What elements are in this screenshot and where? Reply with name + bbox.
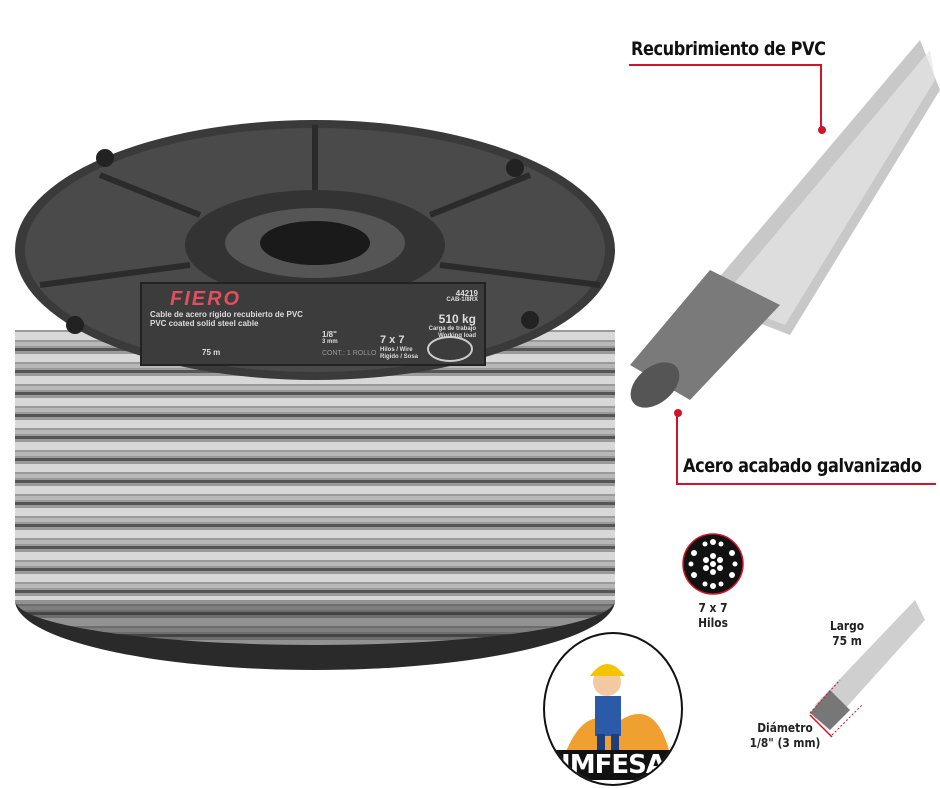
diameter: 1/8" <box>322 330 337 339</box>
description-en: PVC coated solid steel cable <box>150 319 259 328</box>
steel-leader-line <box>676 483 936 485</box>
strand-cross-section-icon <box>682 533 744 595</box>
cable-dimension-photo <box>809 600 925 738</box>
strands-sub1: Hilos / Wire <box>380 347 413 353</box>
logo-text: IMFESA <box>545 750 681 780</box>
working-load-en: Working load <box>438 333 476 339</box>
strands-sub2: Rígido / Sosa <box>380 354 419 360</box>
spool-label: FIERO 44219 CAB-1/8RX Cable de acero ríg… <box>140 282 486 366</box>
working-load-es: Carga de trabajo <box>428 326 476 332</box>
strands-line2: Hilos <box>698 615 728 630</box>
steel-leader-line-vertical <box>676 414 678 484</box>
cable-closeup-photo <box>630 40 940 417</box>
cable-spool-photo <box>15 120 615 670</box>
pvc-leader-line-vertical <box>820 64 822 130</box>
steel-callout: Acero acabado galvanizado <box>683 455 922 477</box>
length: 75 m <box>202 348 221 357</box>
diameter-mm: 3 mm <box>322 339 338 345</box>
strands-line1: 7 x 7 <box>698 600 728 615</box>
strand-icon <box>427 336 473 362</box>
length-line1: Largo <box>829 618 865 633</box>
diameter-line2: 1/8" (3 mm) <box>749 735 821 750</box>
product-model: CAB-1/8RX <box>446 297 478 303</box>
diameter-label: Diámetro 1/8" (3 mm) <box>747 720 824 750</box>
pvc-leader-line <box>629 64 822 66</box>
worker-mascot-icon <box>565 664 670 754</box>
strands: 7 x 7 <box>380 334 405 346</box>
product-code: 44219 <box>455 289 478 298</box>
strands-label: 7 x 7 Hilos <box>688 600 739 630</box>
length-line2: 75 m <box>832 633 862 648</box>
imfesa-logo: IMFESA <box>543 632 683 786</box>
working-load: 510 kg <box>438 312 476 326</box>
length-label: Largo 75 m <box>826 618 869 648</box>
brand-logo: FIERO <box>170 288 242 310</box>
contents: CONT.: 1 ROLLO <box>322 350 377 357</box>
pvc-callout: Recubrimiento de PVC <box>631 38 826 60</box>
description-es: Cable de acero rígido recubierto de PVC <box>150 310 303 319</box>
diameter-line1: Diámetro <box>757 720 813 735</box>
